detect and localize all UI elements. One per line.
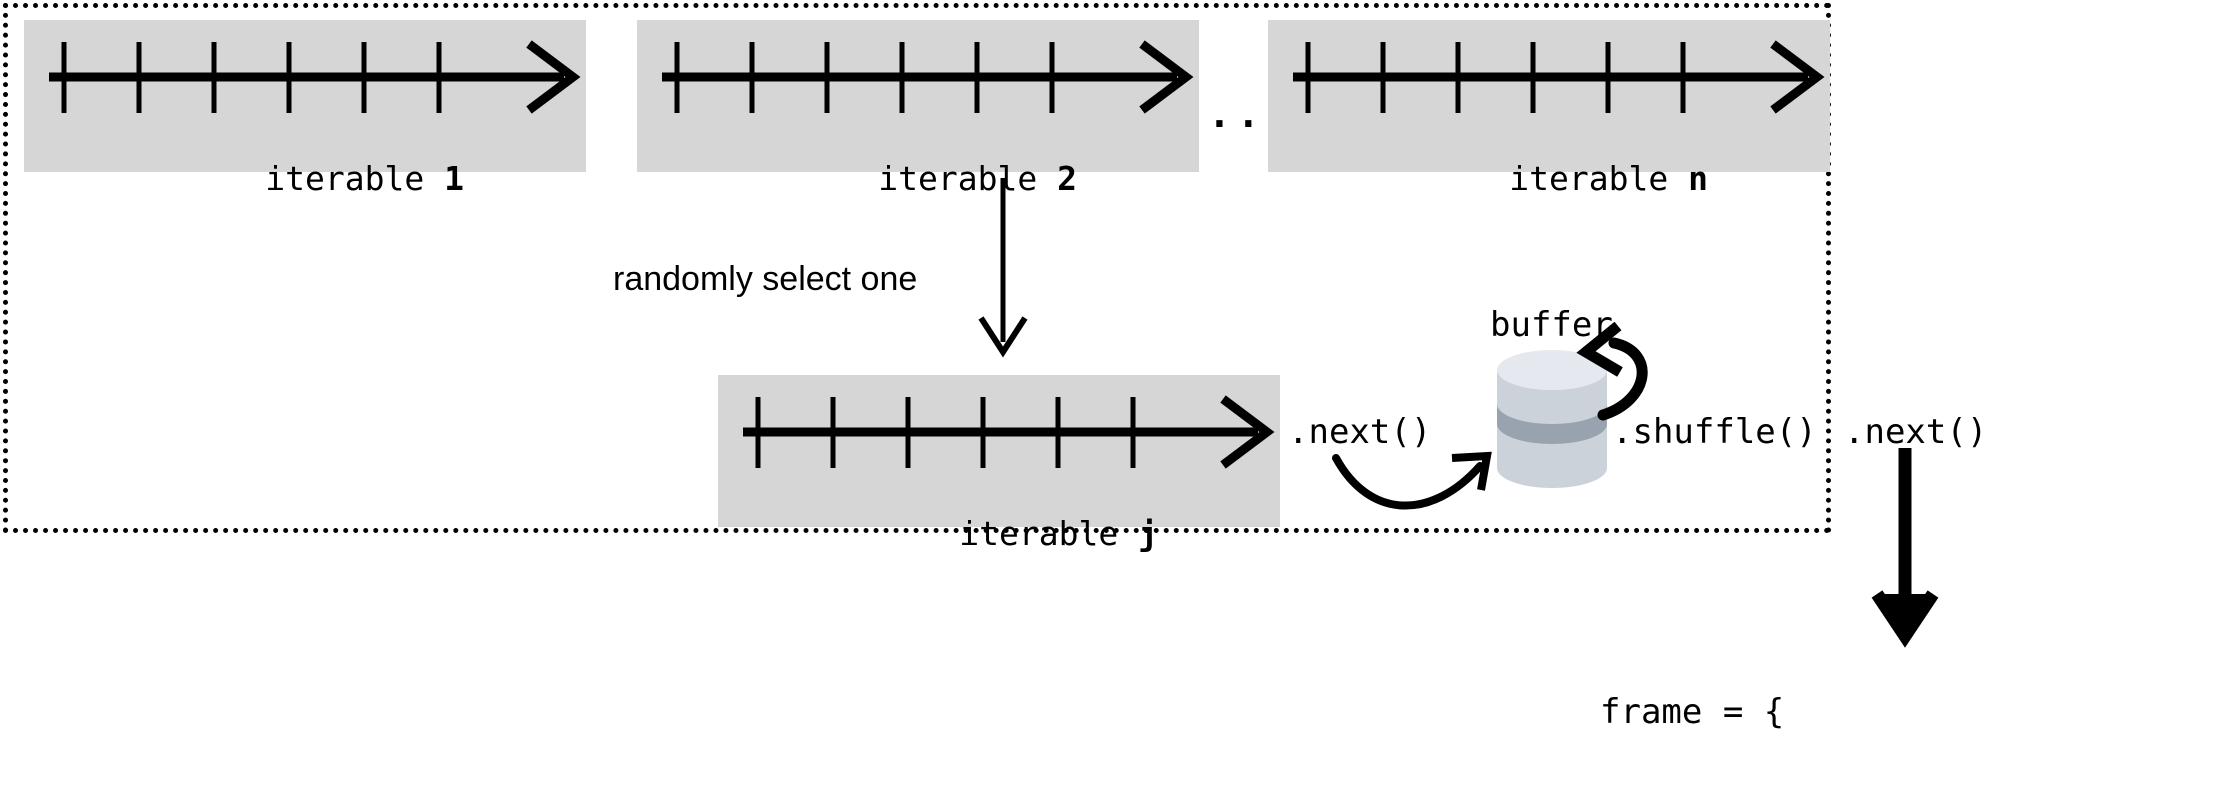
iterable-j-box: iterable j	[718, 375, 1280, 553]
iterable-n-label-index: n	[1688, 159, 1708, 198]
iterable-1-box: iterable 1	[24, 20, 586, 198]
next-call-to-frame-label: .next()	[1844, 412, 1988, 452]
iterable-1-label-prefix: iterable	[265, 159, 445, 198]
frame-code-block: frame = { “observation.image.top”: ... #…	[1600, 602, 2173, 795]
buffer-label: buffer	[1490, 305, 1613, 345]
pipeline-dashed-region	[3, 3, 1831, 533]
iterable-j-label-prefix: iterable	[959, 514, 1139, 553]
iterable-2-axis	[662, 40, 1194, 114]
iterable-2-label-prefix: iterable	[878, 159, 1058, 198]
iterable-n-box: iterable n	[1268, 20, 1830, 198]
iterable-1-label-index: 1	[444, 159, 464, 198]
iterable-j-label-index: j	[1138, 514, 1158, 553]
shuffle-call-label: .shuffle()	[1612, 412, 1817, 452]
iterable-2-box: iterable 2	[637, 20, 1199, 198]
iterable-j-label: iterable j	[718, 475, 1280, 592]
iterable-n-label-prefix: iterable	[1509, 159, 1689, 198]
iterable-n-axis	[1293, 40, 1825, 114]
iterable-1-label: iterable 1	[24, 120, 586, 237]
iterable-j-axis	[743, 395, 1275, 469]
iterable-2-label-index: 2	[1057, 159, 1077, 198]
iterable-2-label: iterable 2	[637, 120, 1199, 237]
iterable-n-label: iterable n	[1268, 120, 1830, 237]
next-call-to-buffer-label: .next()	[1288, 412, 1432, 452]
code-line-1: frame = {	[1600, 692, 1785, 733]
iterable-1-axis	[49, 40, 581, 114]
randomly-select-one-label: randomly select one	[613, 260, 918, 298]
